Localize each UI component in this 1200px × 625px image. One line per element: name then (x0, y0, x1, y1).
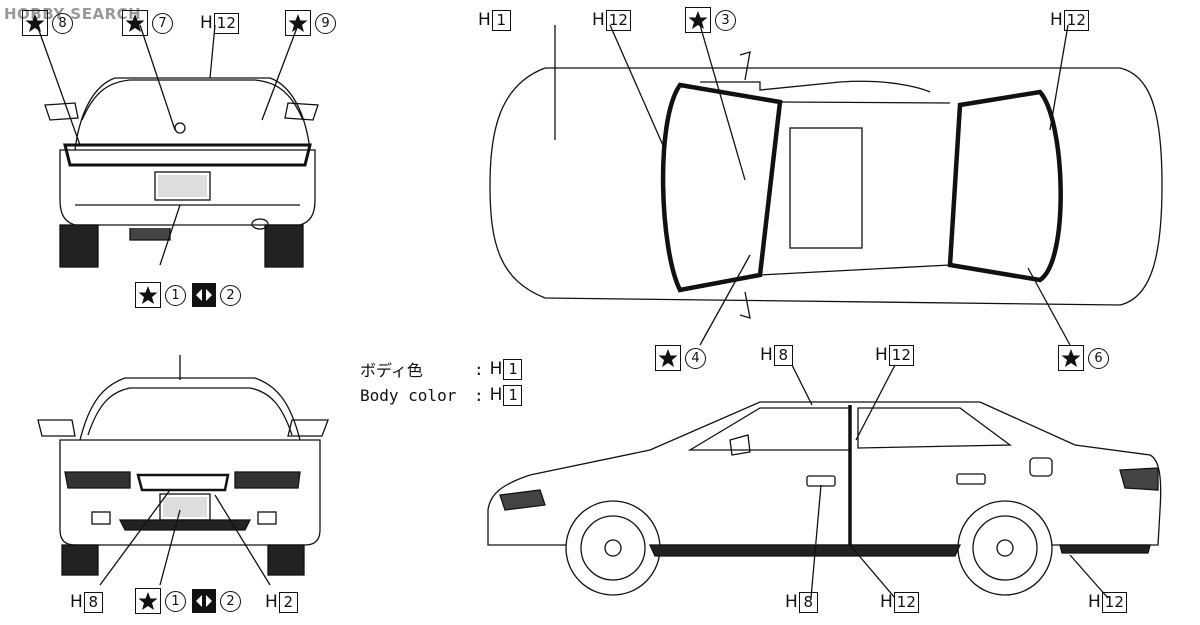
top-star-label-6: 6 (1058, 345, 1115, 371)
top-view (489, 24, 1163, 346)
star-icon (685, 7, 711, 33)
top-star-label-3: 3 (685, 7, 742, 33)
front-view (37, 355, 329, 586)
side-view (487, 364, 1162, 599)
front-plate-labels: 1 2 (135, 588, 247, 614)
star-icon (285, 10, 311, 36)
rear-star-label-8: 8 (22, 10, 79, 36)
rear-star-label-7: 7 (122, 10, 179, 36)
star-icon (1058, 345, 1084, 371)
star-icon (122, 10, 148, 36)
rear-view (44, 77, 319, 268)
watermark: HOBBY SEARCH (4, 5, 142, 23)
rear-star-label-9: 9 (285, 10, 342, 36)
top-star-label-4: 4 (655, 345, 712, 371)
decal-icon (192, 283, 216, 307)
star-icon (22, 10, 48, 36)
star-icon (135, 282, 161, 308)
star-icon (135, 588, 161, 614)
star-icon (655, 345, 681, 371)
decal-icon (192, 589, 216, 613)
rear-plate-labels: 1 2 (135, 282, 247, 308)
